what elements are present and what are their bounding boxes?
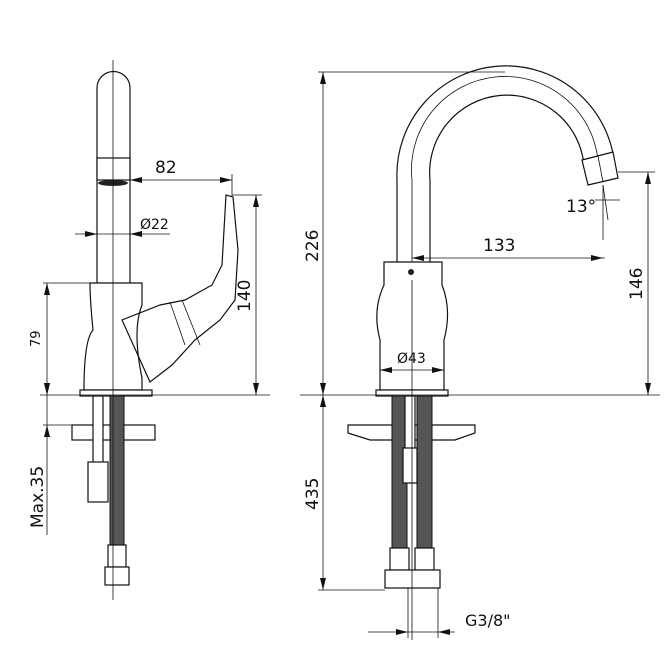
side-lever-handle — [121, 194, 239, 383]
front-hose-nuts — [384, 569, 441, 589]
front-ferrule-right — [414, 547, 435, 571]
dim-lever-height: 140 — [235, 280, 255, 312]
side-hose-ferrule — [107, 544, 127, 568]
dim-outlet-height: 146 — [627, 268, 647, 300]
dim-spout-diameter: Ø22 — [140, 217, 169, 233]
side-aerator — [96, 157, 131, 181]
side-view-faucet — [71, 60, 239, 600]
side-view-dimensions: 82 Ø22 140 79 Max.35 — [28, 158, 270, 535]
dim-hose-length: 435 — [303, 478, 323, 510]
front-hose-right — [416, 395, 433, 572]
side-body — [83, 282, 143, 391]
dim-body-diameter: Ø43 — [397, 351, 426, 367]
front-threaded-rod — [404, 395, 416, 452]
dim-spout-reach: 82 — [155, 158, 177, 178]
front-view-dimensions: 226 133 13° 146 Ø43 435 G3/8" — [300, 71, 660, 638]
dim-spout-projection: 133 — [483, 236, 515, 256]
front-rod-nut — [402, 447, 418, 484]
front-indicator-dot — [408, 269, 414, 275]
dim-max-counter-thickness: Max.35 — [28, 466, 48, 528]
side-hose — [109, 395, 125, 547]
front-view-faucet — [347, 65, 619, 640]
dim-outlet-angle: 13° — [566, 197, 596, 217]
front-gooseneck-inner — [429, 94, 585, 262]
dim-total-height: 226 — [303, 230, 323, 262]
front-ferrule-left — [389, 547, 410, 571]
side-spout-tube — [96, 70, 131, 180]
side-rod-nut — [87, 461, 109, 503]
side-hose-nut — [104, 566, 130, 586]
front-gooseneck-outer — [396, 65, 616, 262]
dim-body-height: 79 — [29, 330, 44, 347]
dim-connection-thread: G3/8" — [465, 611, 511, 630]
